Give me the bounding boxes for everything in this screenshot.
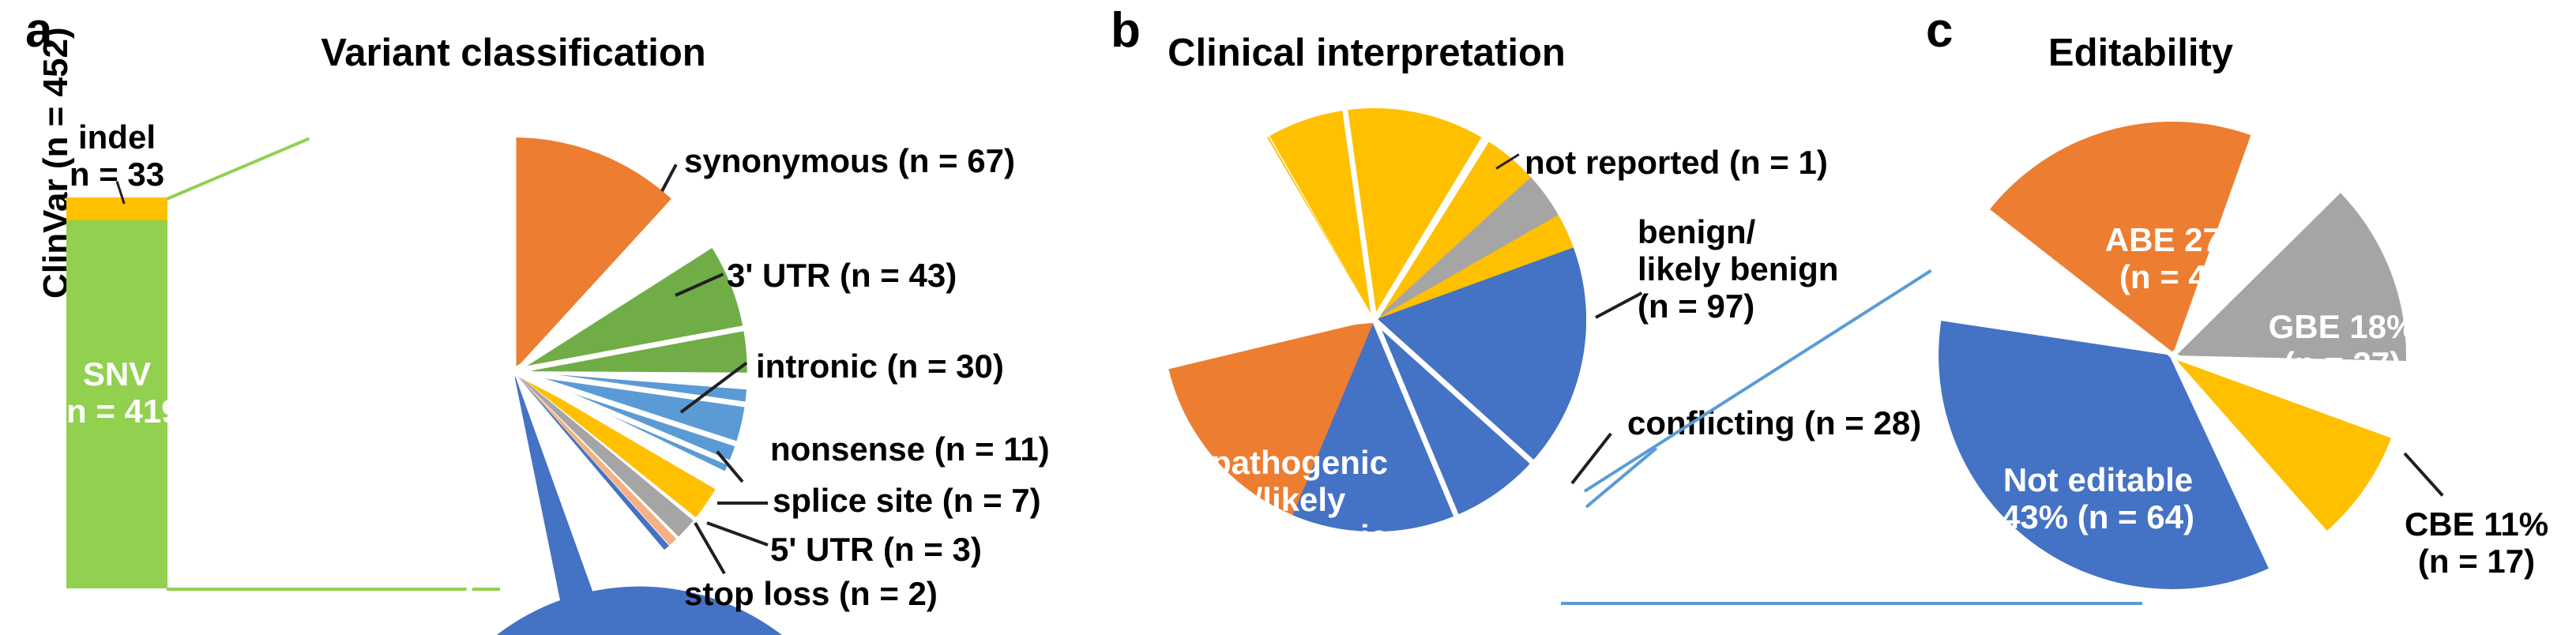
pie-slice-pathogenic [1292,247,1587,532]
pie-slice-nonsense [513,371,716,518]
callout-5utr: 5' UTR (n = 3) [770,531,982,568]
pie-slice-5utr [513,371,677,546]
pie-c-separators [1986,189,2394,569]
pie-slice-conflicting [1374,177,1559,320]
variant-classification-pie [405,134,874,635]
gbe-label-line2: (n = 27) [2283,345,2401,383]
pathogenic-label-line4: (n = 148) [1232,555,1367,593]
abe-slice-label: ABE 27% (n = 40) [2071,221,2285,295]
bar-segment-snv [66,220,167,588]
clinical-interpretation-pie [1160,107,1587,532]
callout-intronic: intronic (n = 30) [756,348,1004,385]
b-to-c-connector-mid [1585,446,1658,509]
snv-label-line2: n = 419 [66,393,180,430]
pathogenic-label-line3: pathogenic [1210,518,1388,556]
missense-label-line1: missense [355,359,514,398]
b-to-c-connector-bottom [1561,602,2142,605]
benign-line3: (n = 97) [1638,287,1755,325]
leader-benign [1595,291,1643,319]
cbe-line2: (n = 17) [2417,543,2536,581]
panel-letter-a: a [25,3,53,58]
pie-slice-cbe [2172,355,2392,531]
not-editable-slice-label: Not editable 43% (n = 64) [1964,461,2232,535]
callout-conflicting: conflicting (n = 28) [1627,404,1922,441]
callout-cbe: CBE 11% (n = 17) [2394,505,2559,580]
callout-3utr: 3' UTR (n = 43) [727,257,957,294]
pie-slice-gbe [2172,190,2406,361]
missense-slice-label: missense (n = 256) [348,359,521,438]
pie-slice-not-reported [1266,137,1374,320]
not-editable-line2: 43% (n = 64) [2002,498,2194,536]
gbe-label-line1: GBE 18% [2268,308,2416,345]
snv-bar-label: SNV n = 419 [66,355,180,430]
panel-letter-b: b [1111,3,1141,58]
abe-label-line2: (n = 40) [2119,258,2237,296]
gbe-slice-label: GBE 18% (n = 27) [2243,308,2441,382]
editability-pie [1939,121,2406,589]
leader-splice-site [717,502,768,505]
pie-b-separators [1160,107,1536,519]
callout-splice-site: splice site (n = 7) [773,482,1041,519]
leader-cbe [2403,452,2444,497]
callout-stop-loss: stop loss (n = 2) [684,575,938,612]
pathogenic-label-line1: pathogenic [1210,444,1388,481]
benign-line1: benign/ [1638,213,1756,250]
benign-line2: likely benign [1638,250,1839,288]
panel-c-title: Editability [2048,32,2234,74]
pie-slice-splice-site [513,371,694,537]
pie-slice-abe [1987,121,2251,355]
callout-synonymous: synonymous (n = 67) [684,142,1015,179]
vus-label-line1: VUS [1207,245,1276,282]
callout-not-reported: not reported (n = 1) [1525,144,1828,181]
pie-slice-not-editable [1939,321,2272,589]
indel-callout-line1: indel [77,118,156,156]
vus-slice-label: VUS (n = 178) [1207,245,1412,319]
missense-label-line2: (n = 256) [363,398,506,438]
callout-benign: benign/ likely benign (n = 97) [1638,213,1838,325]
pie-slice-stop-loss [513,371,669,550]
bar-to-pie-connector-bottom [167,588,500,591]
abe-label-line1: ABE 27% [2104,221,2251,258]
pie-slice-synonymous [513,137,671,371]
bar-segment-indel [66,197,167,220]
pathogenic-label-line2: /likely [1253,481,1346,519]
vus-label-line2: (n = 178) [1207,282,1343,320]
panel-b-title: Clinical interpretation [1168,32,1566,74]
snv-label-line1: SNV [82,355,152,393]
pie-slice-separators [464,134,749,604]
pathogenic-slice-label: pathogenic /likely pathogenic (n = 148) [1185,444,1414,592]
callout-nonsense: nonsense (n = 11) [770,430,1050,468]
cbe-line1: CBE 11% [2404,505,2549,543]
panel-a-title: Variant classification [321,32,706,74]
panel-letter-c: c [1926,3,1954,58]
not-editable-line1: Not editable [2003,461,2194,498]
